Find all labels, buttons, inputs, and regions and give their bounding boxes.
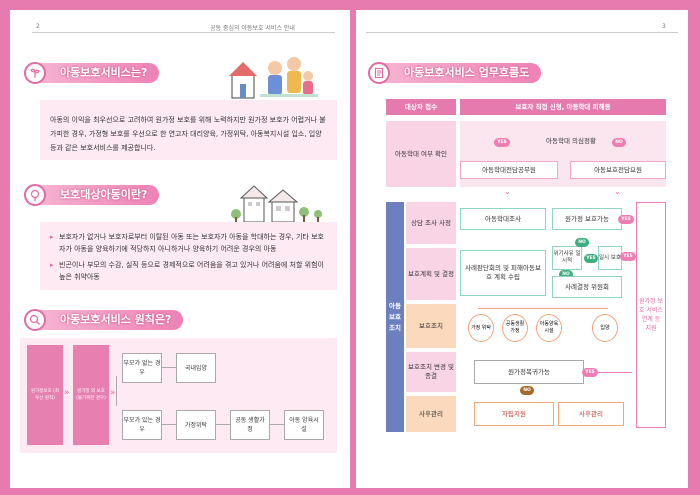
- abuse-officer: 아동학대전담공무원: [460, 161, 558, 179]
- header-divider: [366, 32, 678, 33]
- group-home: 공동생활 가정: [502, 314, 528, 342]
- sprout-icon: [24, 62, 46, 84]
- bullet-triangle-icon: ▸: [50, 261, 54, 269]
- yes-connector: [598, 372, 632, 373]
- abuse-investigation: 아동학대조사: [460, 208, 546, 230]
- yes-badge: YES: [582, 368, 598, 377]
- connector: [162, 367, 176, 368]
- measures-connector: [478, 308, 608, 309]
- connector: [270, 424, 284, 425]
- foster-care-box: 가정위탁: [176, 410, 216, 440]
- chevron-down-icon: ⌄: [614, 187, 621, 196]
- flow-title-text: 아동보호서비스 업무흐름도: [404, 66, 530, 79]
- no-parents-case: 부모가 없는 경우: [122, 353, 162, 383]
- houses-illustration: [228, 182, 328, 224]
- no-badge: NO: [612, 138, 626, 147]
- lightbulb-icon: [24, 184, 46, 206]
- section1-box: 아동의 이익을 최우선으로 고려하여 원가정 보호를 위해 노력하지만 원가정 …: [40, 100, 337, 160]
- intake-source: 보호자 직접 신청, 아동학대 피해등: [460, 99, 666, 115]
- principle-family-box: 원가정보호 (최우선 원칙): [27, 345, 63, 445]
- vertical-label: 아동 보호 조치: [386, 202, 404, 432]
- row-change: 보호조치 변경 및 종결: [406, 352, 456, 392]
- row-aftercare: 사후관리: [406, 396, 456, 432]
- bullet-1-text: 보호자가 없거나 보호자로부터 이탈된 아동 또는 보호자가 아동을 학대하는 …: [59, 233, 324, 253]
- row-plan: 보호계획 및 결정: [406, 248, 456, 300]
- yes-badge: YES: [618, 215, 634, 224]
- connector: [216, 424, 230, 425]
- bullet-2: ▸ 빈곤이나 부모의 수감, 실직 등으로 경제적으로 어려움을 겪고 있거나 어…: [50, 259, 327, 283]
- aftercare-box: 사후관리: [558, 402, 624, 426]
- independence-support: 자립지원: [474, 402, 554, 426]
- section-title-3: 아동보호서비스 원칙은?: [24, 309, 184, 331]
- child-facility-box: 아동 양육시설: [284, 410, 324, 440]
- arrow-right-icon: »: [64, 388, 70, 398]
- magnifier-icon: [24, 309, 46, 331]
- child-facility: 아동양육 시설: [536, 314, 562, 342]
- document-icon: [368, 62, 390, 84]
- protection-officer: 아동보호전담요원: [570, 161, 666, 179]
- section2-box: ▸ 보호자가 없거나 보호자로부터 이탈된 아동 또는 보호자가 아동을 학대하는…: [40, 222, 337, 290]
- left-page: 2 공동 중심의 아동보호 서비스 안내 아동보호서비스는? 아동의 이익을 최…: [10, 10, 350, 488]
- bullet-1: ▸ 보호자가 없거나 보호자로부터 이탈된 아동 또는 보호자가 아동을 학대하는…: [50, 231, 327, 255]
- arrow-right-icon: »: [110, 388, 116, 398]
- return-home: 원가정복귀가능: [474, 360, 584, 384]
- no-badge: NO: [520, 386, 534, 395]
- yes-badge: YES: [584, 254, 598, 263]
- intake-header: 대상자 접수: [386, 99, 456, 115]
- branch-connector: [116, 376, 120, 406]
- row-counsel: 상담 조사 사정: [406, 202, 456, 244]
- page-number: 3: [662, 23, 666, 30]
- right-page: 3 아동보호서비스 업무흐름도 대상자 접수 보호자 직접 신청, 아동학대 피…: [356, 10, 688, 488]
- parents-case: 부모가 있는 경우: [122, 410, 162, 440]
- principle-outside-box: 원가정 외 보호 (불가피한 경우): [73, 345, 109, 445]
- bullet-triangle-icon: ▸: [50, 233, 54, 241]
- domestic-adoption-box: 국내입양: [176, 353, 216, 383]
- yes-badge: YES: [620, 252, 636, 261]
- section2-title-text: 보호대상아동이란?: [60, 188, 148, 201]
- section-title-1: 아동보호서비스는?: [24, 62, 160, 84]
- no-badge: NO: [559, 270, 573, 279]
- section-title-2: 보호대상아동이란?: [24, 184, 160, 206]
- header-divider: [32, 32, 335, 33]
- family-protection-possible: 원가정 보호가능: [552, 208, 622, 230]
- bullet-2-text: 빈곤이나 부모의 수감, 실직 등으로 경제적으로 어려움을 겪고 있거나 어려…: [59, 261, 324, 281]
- header-title: 공동 중심의 아동보호 서비스 안내: [210, 25, 295, 32]
- connector: [162, 424, 176, 425]
- no-badge: NO: [575, 238, 589, 247]
- flow-title: 아동보호서비스 업무흐름도: [368, 62, 542, 84]
- case-decision-meeting: 사례판단회의 및 피해아동보호 계획 수립: [460, 250, 546, 296]
- abuse-suspicion: 아동학대 의심정황: [546, 136, 596, 145]
- section3-title-text: 아동보호서비스 원칙은?: [60, 313, 172, 326]
- crisis-temporary: 위기사유 일시적: [552, 246, 582, 270]
- case-committee: 사례결정 위원회: [552, 276, 622, 298]
- group-home-box: 공동 생활가정: [230, 410, 270, 440]
- row-abuse-check: 아동학대 여부 확인: [386, 121, 456, 187]
- section1-title-text: 아동보호서비스는?: [60, 66, 148, 79]
- section1-text: 아동의 이익을 최우선으로 고려하여 원가정 보호를 위해 노력하지만 원가정 …: [50, 116, 326, 152]
- foster-care: 가정 위탁: [468, 314, 494, 342]
- family-illustration: [220, 50, 320, 102]
- row-measure: 보호조치: [406, 304, 456, 348]
- temporary-protection: 일시 보호: [598, 246, 622, 270]
- chevron-down-icon: ⌄: [504, 187, 511, 196]
- page-number: 2: [36, 23, 40, 30]
- adoption: 입양: [592, 314, 618, 342]
- family-service-link: 원가정 보호 서비스 연계 등 지원: [636, 202, 666, 428]
- yes-badge: YES: [494, 138, 510, 147]
